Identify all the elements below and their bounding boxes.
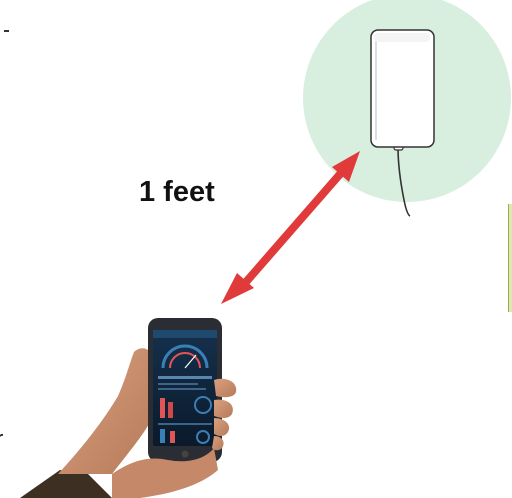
smartphone-icon (148, 318, 222, 462)
panel-antenna-icon (370, 29, 435, 217)
clipped-text-fragment (4, 30, 9, 32)
distance-label: 1 feet (139, 176, 215, 208)
clipped-side-panel (508, 204, 512, 312)
clipped-text-fragment: r (0, 428, 3, 450)
sleeve (20, 470, 112, 498)
hand-with-phone (20, 318, 237, 498)
double-headed-arrow-icon (221, 151, 360, 304)
